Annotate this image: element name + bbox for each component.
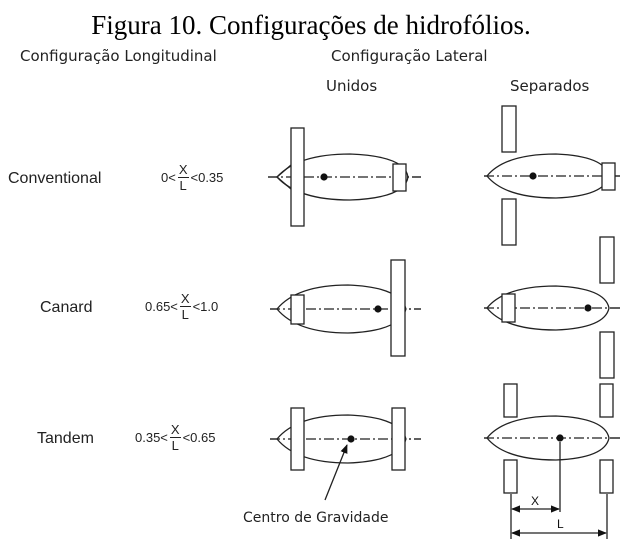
rear-hydrofoil <box>391 407 406 471</box>
forward-hydrofoil-starboard <box>501 198 517 246</box>
center-of-gravity-dot <box>374 305 382 313</box>
forward-hydrofoil-port <box>503 383 518 418</box>
ratio-low: 0< <box>161 170 176 185</box>
center-of-gravity-dot <box>584 304 592 312</box>
header-separated: Separados <box>510 77 590 95</box>
rear-hydrofoil <box>392 163 407 192</box>
center-of-gravity-dot <box>556 434 564 442</box>
center-of-gravity-dot <box>320 173 328 181</box>
header-longitudinal: Configuração Longitudinal <box>20 47 217 65</box>
header-lateral: Configuração Lateral <box>331 47 488 65</box>
forward-hydrofoil <box>501 293 516 323</box>
center-of-gravity-dot <box>347 435 355 443</box>
rear-hydrofoil-starboard <box>599 331 615 379</box>
ratio-high: <1.0 <box>192 299 219 314</box>
fraction-numerator: X <box>177 162 189 178</box>
canard-separated-assembly <box>484 236 622 379</box>
conventional-separated-assembly <box>484 105 622 246</box>
header-joined: Unidos <box>326 77 378 95</box>
figure-title: Figura 10. Configurações de hidrofólios. <box>91 10 531 40</box>
fraction-denominator: L <box>171 438 179 453</box>
conventional-joined-assembly <box>268 127 421 227</box>
fraction-numerator: X <box>179 291 191 307</box>
rear-hydrofoil-port <box>599 236 615 284</box>
rear-hydrofoil <box>390 259 406 357</box>
ratio-high: <0.35 <box>190 170 224 185</box>
tandem-separated-assembly <box>484 383 622 539</box>
ratio-high: <0.65 <box>182 430 216 445</box>
row-label-canard: Canard <box>40 299 93 316</box>
fraction-denominator: L <box>179 178 187 193</box>
forward-hydrofoil-starboard <box>503 459 518 494</box>
ratio-low: 0.35< <box>135 430 168 445</box>
center-of-gravity-dot <box>529 172 537 180</box>
rear-hydrofoil-port <box>599 383 614 418</box>
fraction-numerator: X <box>169 422 181 438</box>
tandem-joined-assembly <box>270 407 421 501</box>
forward-hydrofoil <box>290 407 305 471</box>
dimension-l-label: L <box>557 517 564 531</box>
forward-hydrofoil <box>290 294 305 325</box>
ratio-low: 0.65< <box>145 299 178 314</box>
center-of-gravity-leader <box>324 444 348 501</box>
row-label-tandem: Tandem <box>37 430 94 447</box>
forward-hydrofoil-port <box>501 105 517 153</box>
rear-hydrofoil-starboard <box>599 459 614 494</box>
bow-lines <box>276 164 292 190</box>
row-label-conventional: Conventional <box>8 170 102 187</box>
rear-hydrofoil <box>601 162 616 191</box>
center-of-gravity-label: Centro de Gravidade <box>243 510 389 526</box>
canard-joined-assembly <box>270 259 421 357</box>
fraction-denominator: L <box>181 307 189 322</box>
dimension-x-label: X <box>531 494 539 508</box>
forward-hydrofoil <box>290 127 305 227</box>
